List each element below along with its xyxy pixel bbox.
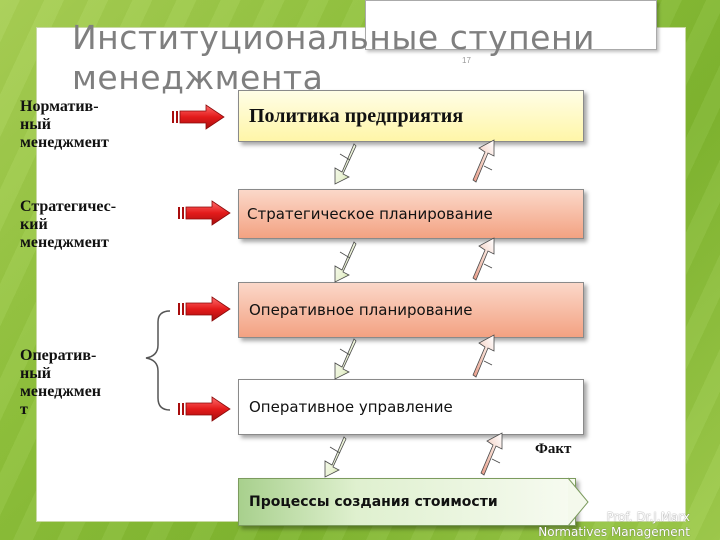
box-enterprise-policy-text: Политика предприятия <box>249 104 464 127</box>
red-arrow-icon-operational-control <box>177 396 231 422</box>
title-frame <box>365 0 657 50</box>
red-arrow-icon-operational-planning <box>177 296 231 322</box>
box-operational-planning: Оперативное планирование <box>238 282 584 338</box>
red-arrow-icon-normative <box>171 104 225 130</box>
level-label-strategic: Стратегичес- кий менеджмент <box>20 198 117 251</box>
up-arrow-icon-4 <box>480 432 503 476</box>
level-label-operational: Оператив- ный менеджмен т <box>20 347 102 418</box>
up-arrow-icon-1 <box>472 139 495 183</box>
process-chevron-icon <box>567 477 589 527</box>
box-enterprise-policy: Политика предприятия <box>238 90 584 142</box>
fact-label: Факт <box>535 441 572 457</box>
level-label-normative: Норматив- ный менеджмент <box>20 98 109 151</box>
red-arrow-icon-strategic <box>177 200 231 226</box>
box-operational-control-text: Оперативное управление <box>249 398 453 416</box>
footer-course: Normatives Management <box>538 525 690 539</box>
footer-author: Prof. Dr.J.Marx <box>606 510 690 524</box>
up-arrow-icon-3 <box>472 334 495 378</box>
brace-icon <box>145 310 171 411</box>
box-operational-planning-text: Оперативное планирование <box>249 301 473 319</box>
down-arrow-icon-4 <box>324 436 347 478</box>
box-operational-control: Оперативное управление <box>238 379 584 435</box>
slide-number: 17 <box>462 56 471 65</box>
box-strategic-planning-text: Стратегическое планирование <box>247 205 493 223</box>
down-arrow-icon-1 <box>334 143 357 185</box>
down-arrow-icon-2 <box>334 241 357 283</box>
box-strategic-planning: Стратегическое планирование <box>238 189 584 239</box>
up-arrow-icon-2 <box>472 237 495 281</box>
down-arrow-icon-3 <box>334 338 357 380</box>
box-value-processes: Процессы создания стоимости <box>238 478 576 526</box>
box-value-processes-text: Процессы создания стоимости <box>249 494 498 510</box>
